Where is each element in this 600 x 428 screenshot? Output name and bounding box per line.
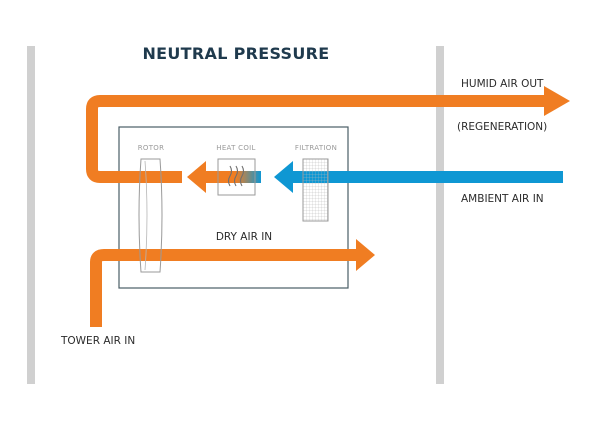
- process-flow-path: [90, 249, 360, 327]
- heat-coil: [217, 158, 256, 196]
- heat-coil-icon: [227, 165, 245, 187]
- heat-coil-box: [217, 158, 256, 196]
- process-flow: [90, 239, 375, 327]
- rotor: [138, 158, 163, 273]
- ambient-air-in-label: AMBIENT AIR IN: [461, 193, 544, 205]
- rotor-outer: [138, 158, 163, 273]
- filter-mesh-icon: [302, 158, 329, 222]
- humid-air-out-label: HUMID AIR OUT: [461, 78, 544, 90]
- ambient-air-arrowhead: [274, 161, 293, 193]
- diagram-title: NEUTRAL PRESSURE: [142, 44, 329, 63]
- left-wall: [27, 46, 35, 384]
- filtration: [302, 158, 329, 222]
- rotor-label: ROTOR: [138, 144, 165, 152]
- unit-enclosure: [118, 126, 349, 289]
- ambient-air-bar: [292, 171, 563, 183]
- ambient-air-flow: [274, 161, 563, 193]
- dry-air-in-label: DRY AIR IN: [216, 231, 272, 243]
- humid-air-out-arrowhead: [544, 86, 570, 116]
- regeneration-flow: [86, 86, 570, 183]
- heat-coil-flow-bar: [205, 171, 261, 183]
- heat-coil-arrowhead: [187, 161, 206, 193]
- right-wall: [436, 46, 444, 384]
- tower-air-in-label: TOWER AIR IN: [60, 335, 135, 347]
- dry-air-in-arrowhead: [356, 239, 375, 271]
- filtration-label: FILTRATION: [295, 144, 337, 152]
- heat-coil-label: HEAT COIL: [216, 144, 256, 152]
- regeneration-flow-path: [86, 95, 548, 183]
- regeneration-label: (REGENERATION): [457, 121, 547, 133]
- rotor-inner: [144, 160, 148, 271]
